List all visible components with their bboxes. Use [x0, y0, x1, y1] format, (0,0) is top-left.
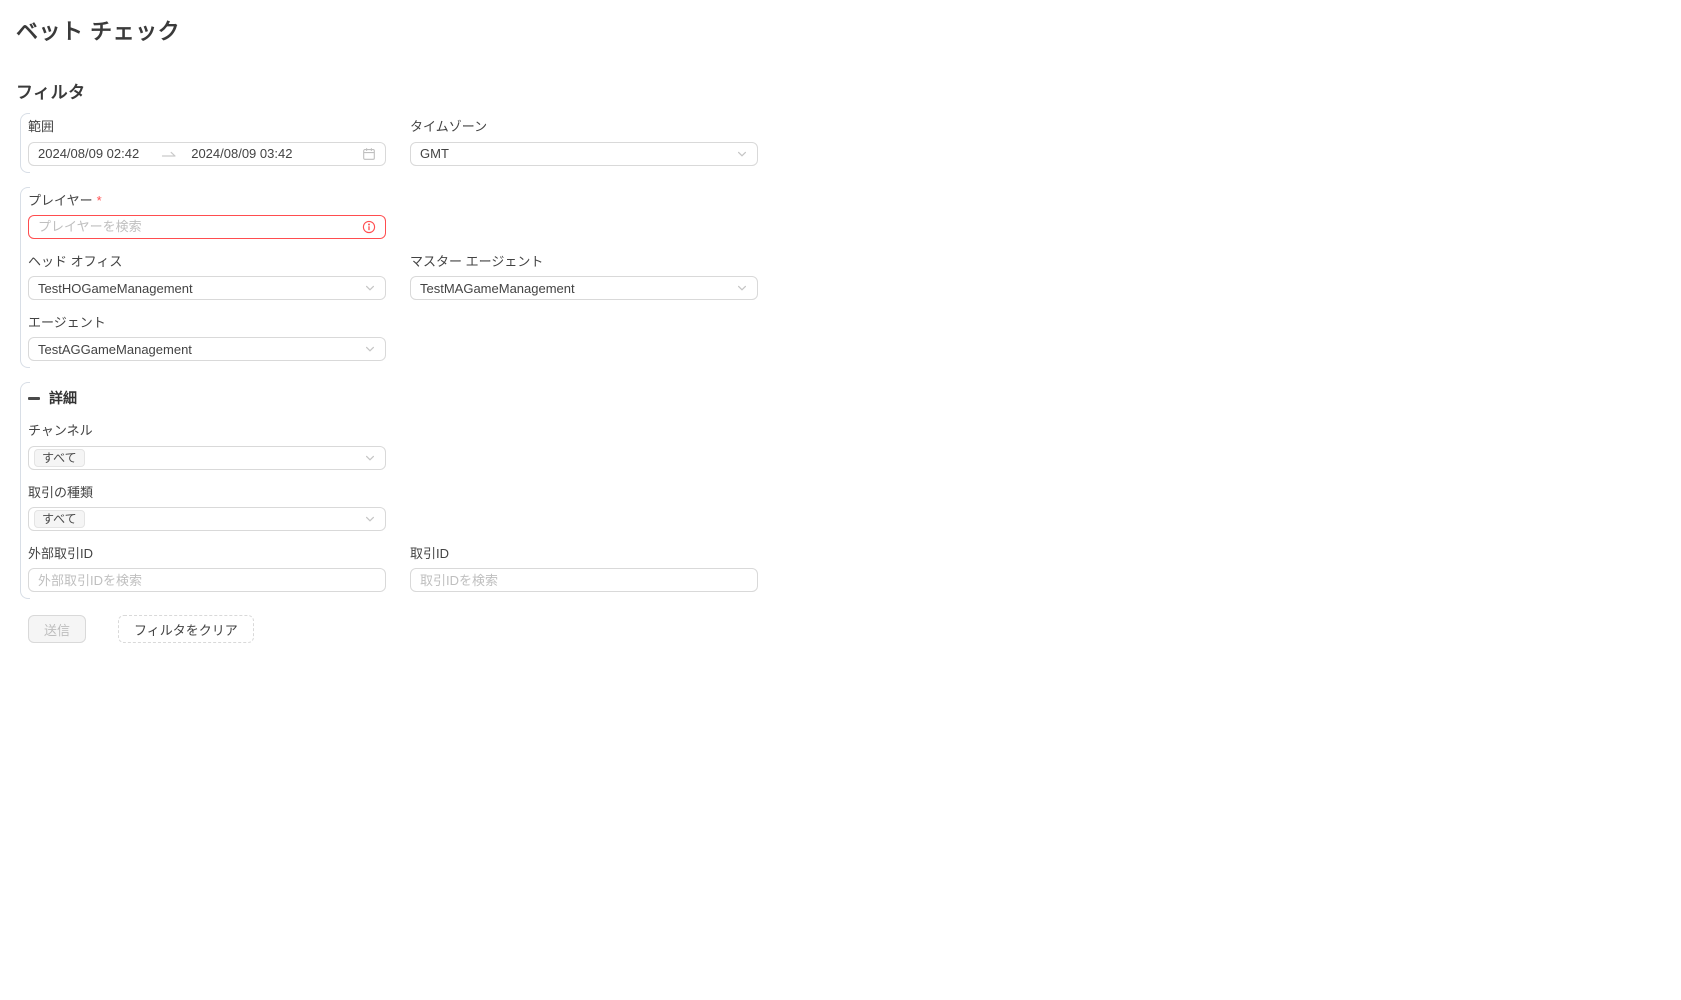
channel-field: チャンネル すべて: [28, 423, 386, 470]
transaction-id-box[interactable]: [410, 568, 758, 593]
page-title: ベット チェック: [16, 19, 181, 44]
details-collapse-toggle[interactable]: 詳細: [28, 388, 77, 408]
transaction-type-label: 取引の種類: [28, 484, 94, 500]
chevron-down-icon: [364, 343, 376, 355]
external-transaction-id-label: 外部取引ID: [28, 545, 94, 561]
filter-group-hierarchy: プレイヤー* ヘッド オフィス Te: [20, 186, 1681, 369]
minus-icon: [28, 396, 40, 400]
swap-right-icon: [161, 149, 177, 159]
player-search-input[interactable]: [38, 219, 362, 235]
channel-selected-tag: すべて: [34, 448, 85, 467]
error-info-circle-icon: [362, 220, 376, 234]
chevron-down-icon: [364, 452, 376, 464]
range-field: 範囲 2024/08/09 02:42 2024/08/09 03:42: [28, 119, 386, 166]
range-label: 範囲: [28, 119, 55, 135]
external-transaction-id-box[interactable]: [28, 568, 386, 593]
head-office-selected-value: TestHOGameManagement: [38, 280, 193, 296]
player-search-box[interactable]: [28, 214, 386, 239]
required-asterisk: *: [96, 192, 102, 208]
transaction-type-selected-tag: すべて: [34, 509, 85, 528]
calendar-icon: [362, 147, 376, 161]
player-label-text: プレイヤー: [28, 192, 93, 208]
agent-selected-value: TestAGGameManagement: [38, 341, 192, 357]
filter-actions: 送信 フィルタをクリア: [28, 615, 1681, 644]
agent-label: エージェント: [28, 315, 106, 331]
master-agent-select[interactable]: TestMAGameManagement: [410, 276, 758, 301]
timezone-select[interactable]: GMT: [410, 141, 758, 166]
submit-button[interactable]: 送信: [28, 615, 87, 644]
head-office-label: ヘッド オフィス: [28, 253, 123, 269]
clear-filters-button[interactable]: フィルタをクリア: [118, 615, 254, 644]
chevron-down-icon: [364, 282, 376, 294]
chevron-down-icon: [736, 148, 748, 160]
master-agent-selected-value: TestMAGameManagement: [420, 280, 575, 296]
filter-group-range: 範囲 2024/08/09 02:42 2024/08/09 03:42: [20, 113, 1681, 173]
page: ベット チェック フィルタ 範囲 2024/08/09 02:42 2024/0…: [16, 19, 1681, 644]
master-agent-field: マスター エージェント TestMAGameManagement: [410, 253, 758, 301]
channel-select[interactable]: すべて: [28, 445, 386, 470]
master-agent-label: マスター エージェント: [410, 253, 544, 269]
external-transaction-id-field: 外部取引ID: [28, 545, 386, 593]
external-transaction-id-input[interactable]: [38, 572, 376, 588]
agent-select[interactable]: TestAGGameManagement: [28, 337, 386, 362]
player-label: プレイヤー*: [28, 193, 386, 209]
chevron-down-icon: [736, 282, 748, 294]
timezone-label: タイムゾーン: [410, 119, 488, 135]
range-end-value[interactable]: 2024/08/09 03:42: [191, 146, 293, 162]
transaction-id-input[interactable]: [420, 572, 748, 588]
channel-label: チャンネル: [28, 423, 93, 439]
transaction-type-select[interactable]: すべて: [28, 506, 386, 531]
head-office-select[interactable]: TestHOGameManagement: [28, 276, 386, 301]
range-start-value[interactable]: 2024/08/09 02:42: [38, 146, 140, 162]
head-office-field: ヘッド オフィス TestHOGameManagement: [28, 253, 386, 301]
filter-heading: フィルタ: [16, 83, 86, 103]
transaction-id-field: 取引ID: [410, 545, 758, 593]
timezone-field: タイムゾーン GMT: [410, 119, 758, 166]
player-field: プレイヤー*: [28, 193, 386, 239]
timezone-selected-value: GMT: [420, 146, 449, 162]
date-range-picker[interactable]: 2024/08/09 02:42 2024/08/09 03:42: [28, 141, 386, 166]
transaction-type-field: 取引の種類 すべて: [28, 485, 386, 531]
details-toggle-label: 詳細: [49, 390, 77, 407]
transaction-id-label: 取引ID: [410, 545, 450, 561]
chevron-down-icon: [364, 513, 376, 525]
filter-group-details: 詳細 チャンネル すべて 取引の種類 すべて: [20, 382, 1681, 599]
agent-field: エージェント TestAGGameManagement: [28, 315, 386, 362]
